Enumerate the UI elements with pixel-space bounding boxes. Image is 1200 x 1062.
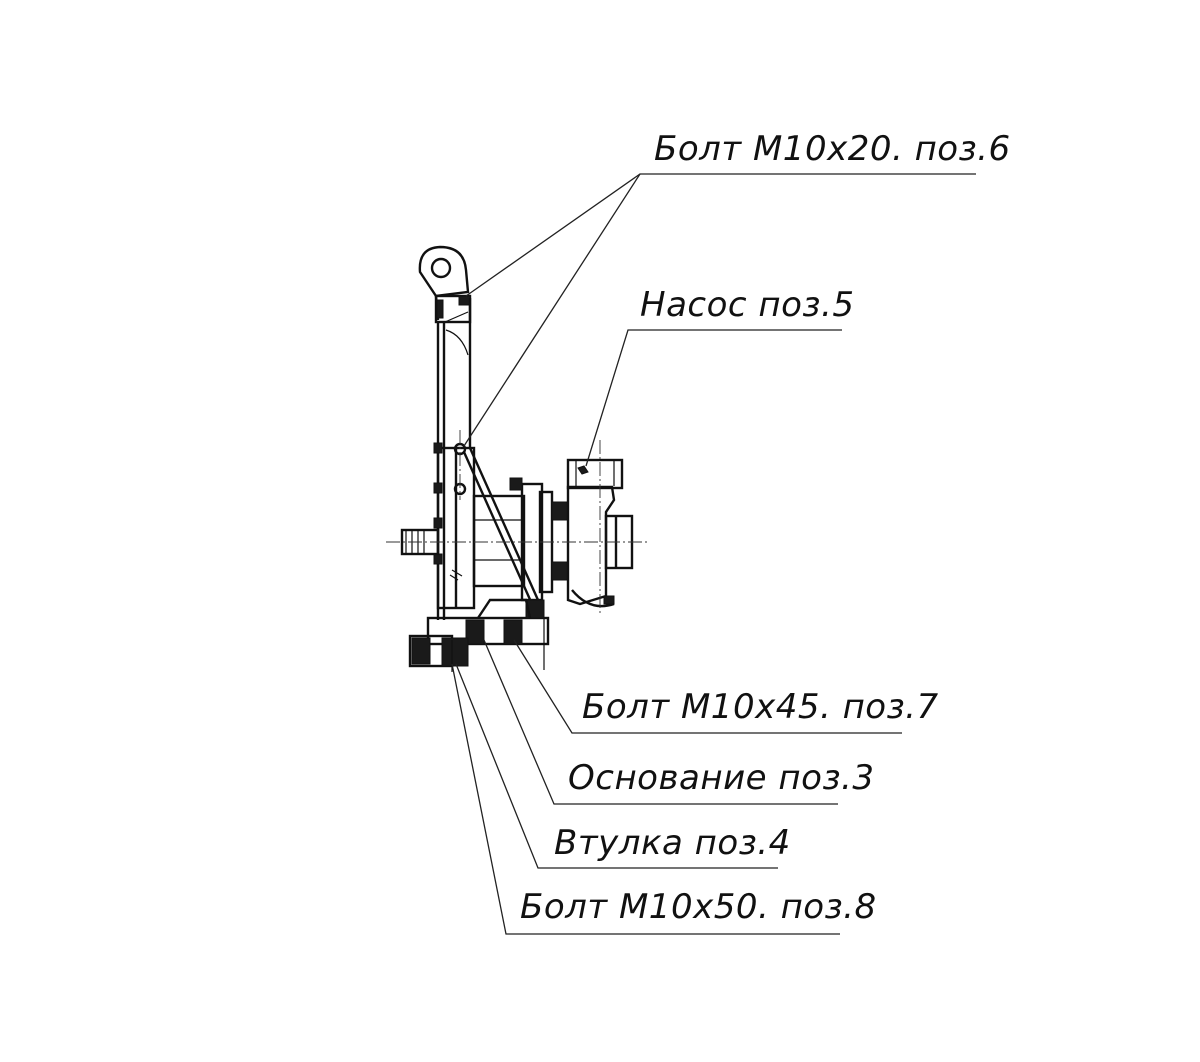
leader-bolt-m10x50	[451, 663, 840, 935]
callout-bolt-m10x50: Болт М10х50. поз.8	[520, 887, 877, 927]
callout-labels: Болт М10х20. поз.6 Насос поз.5 Болт М10х…	[520, 129, 1011, 927]
leader-bolt-m10x20	[465, 173, 976, 297]
callout-bolt-m10x45: Болт М10х45. поз.7	[582, 687, 939, 727]
diagonal-brace	[462, 447, 540, 605]
center-lines	[386, 430, 650, 614]
assembly-view	[386, 245, 650, 672]
callout-pump: Насос поз.5	[640, 285, 854, 325]
gear-housing	[433, 442, 476, 610]
leader-bolt-m10x45	[513, 639, 902, 734]
callout-sleeve: Втулка поз.4	[554, 823, 791, 863]
leader-pump	[585, 329, 842, 467]
leader-lines	[451, 173, 976, 935]
leader-bolt-m10x20-second	[463, 173, 641, 447]
top-bracket	[434, 294, 472, 324]
leader-sleeve	[455, 663, 778, 869]
callout-base: Основание поз.3	[568, 758, 874, 798]
coupling-flange	[472, 477, 569, 602]
lifting-eye	[418, 245, 470, 321]
callout-bolt-m10x20: Болт М10х20. поз.6	[654, 129, 1011, 169]
base-plate	[408, 598, 550, 672]
leader-base	[483, 639, 838, 805]
